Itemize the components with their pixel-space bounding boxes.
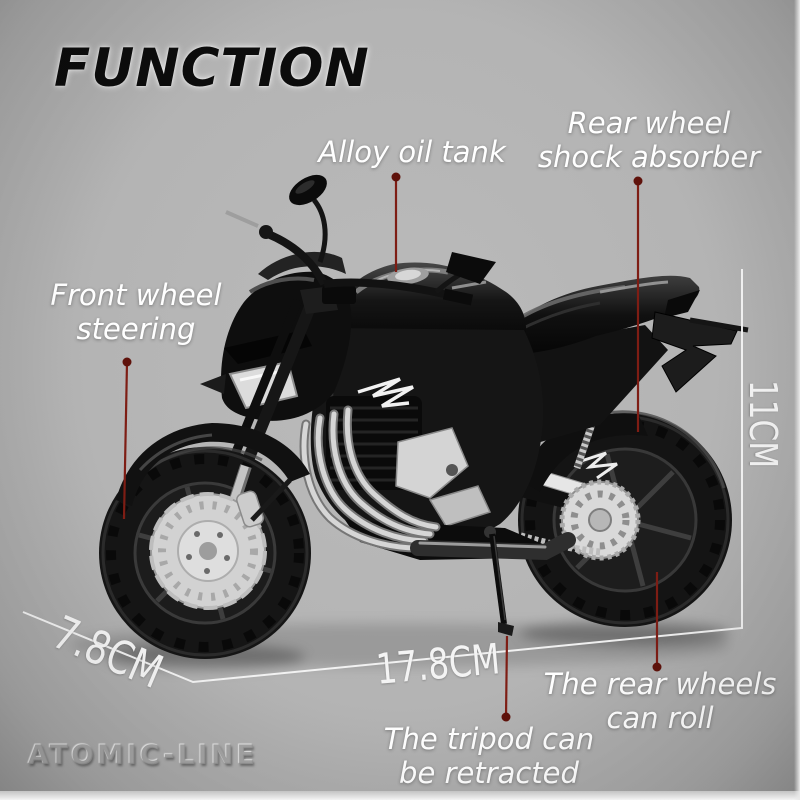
label-front-steering: Front wheel steering bbox=[50, 278, 221, 346]
callout-lines bbox=[122, 177, 659, 718]
label-rear-roll: The rear wheels can roll bbox=[544, 667, 777, 735]
label-rear-shock: Rear wheel shock absorber bbox=[538, 106, 760, 174]
rear-shock-absorber bbox=[573, 422, 596, 470]
photo-right-edge bbox=[794, 0, 800, 800]
label-rear-roll-line2: can roll bbox=[606, 701, 714, 735]
exhaust-pipes bbox=[299, 405, 576, 561]
tail-graphic-swoosh bbox=[577, 451, 618, 480]
label-front-steering-line1: Front wheel bbox=[50, 278, 222, 312]
page-title: FUNCTION bbox=[54, 38, 370, 99]
brand-watermark: ATOMIC-LINE bbox=[28, 740, 259, 771]
front-fender bbox=[116, 423, 310, 522]
photo-bottom-edge bbox=[0, 791, 800, 800]
label-front-steering-line2: steering bbox=[76, 312, 196, 346]
label-rear-shock-line1: Rear wheel bbox=[567, 106, 731, 140]
label-tripod-line2: be retracted bbox=[399, 756, 579, 790]
dimension-height: 11CM bbox=[741, 379, 785, 469]
label-tripod: The tripod can be retracted bbox=[384, 722, 594, 790]
label-tripod-line1: The tripod can bbox=[383, 722, 595, 756]
handlebar-assembly bbox=[225, 174, 496, 314]
rear-fender-hugger bbox=[520, 413, 648, 492]
dimension-lines bbox=[22, 269, 743, 684]
kickstand bbox=[484, 526, 514, 636]
front-wheel bbox=[99, 446, 311, 659]
callout-dots bbox=[122, 172, 662, 722]
label-rear-roll-line1: The rear wheels bbox=[543, 667, 777, 701]
label-rear-shock-line2: shock absorber bbox=[537, 140, 761, 174]
label-alloy-oil-tank: Alloy oil tank bbox=[318, 135, 506, 169]
